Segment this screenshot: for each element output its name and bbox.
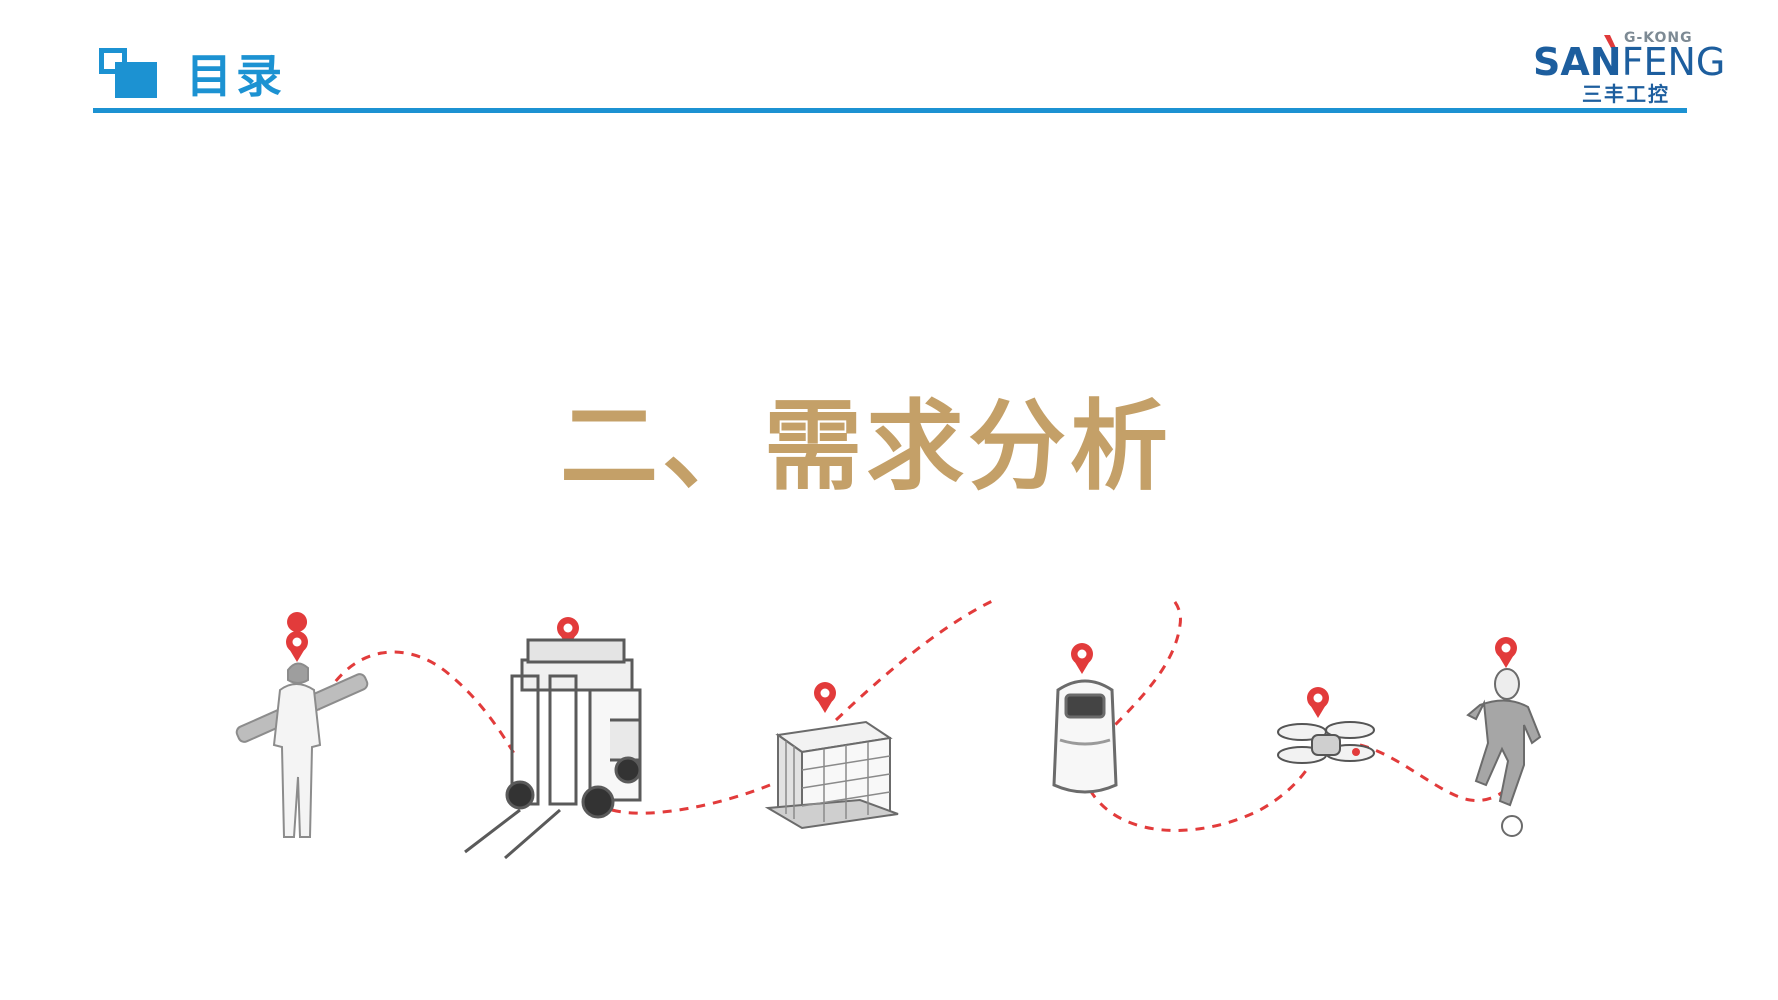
- location-pin-icon: [814, 682, 836, 713]
- dashed-route-path: [316, 600, 1512, 832]
- route-illustration: [235, 600, 1542, 860]
- forklift-icon: [464, 638, 642, 860]
- brand-wordmark-light: FENG: [1621, 40, 1726, 84]
- service-robot-icon: [1052, 679, 1118, 794]
- logo-tick-icon: [1604, 35, 1616, 48]
- brand-chinese-name: 三丰工控: [1582, 82, 1670, 106]
- football-player-icon: [1466, 668, 1542, 837]
- brand-logo: G-KONG SANFENG 三丰工控: [1530, 30, 1730, 106]
- brand-wordmark-bold: SAN: [1533, 40, 1622, 84]
- menu-squares-icon: [99, 48, 159, 98]
- location-pin-icon: [1495, 637, 1517, 668]
- header-title: 目录: [186, 49, 286, 103]
- worker-icon: [235, 662, 369, 838]
- brand-wordmark: SANFENG: [1533, 40, 1725, 84]
- location-pin-icon: [1307, 687, 1329, 718]
- location-pin-icon: [1071, 643, 1093, 674]
- section-title: 二、需求分析: [559, 390, 1172, 504]
- pallet-boxes-icon: [764, 720, 899, 830]
- brand-tag: G-KONG: [1624, 30, 1693, 46]
- header-divider: [93, 108, 1687, 113]
- drone-icon: [1277, 721, 1375, 764]
- location-pin-icon: [286, 612, 308, 662]
